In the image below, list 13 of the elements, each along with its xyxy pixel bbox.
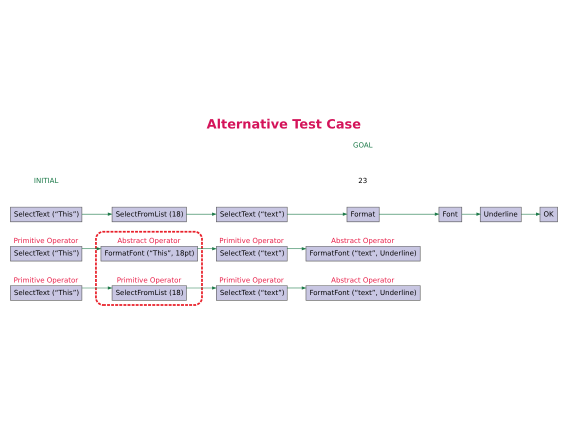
arrow: [186, 286, 217, 290]
arrow: [197, 247, 217, 250]
arrow: [378, 212, 440, 216]
arrow: [461, 212, 482, 216]
arrow: [82, 212, 113, 216]
arrow: [82, 286, 113, 290]
arrow: [521, 212, 541, 216]
arrow: [286, 212, 348, 216]
arrow: [186, 212, 217, 216]
diagram-title: Alternative Test Case: [206, 117, 361, 132]
arrow: [286, 286, 306, 290]
arrow: [286, 247, 306, 250]
arrow: [82, 247, 102, 250]
